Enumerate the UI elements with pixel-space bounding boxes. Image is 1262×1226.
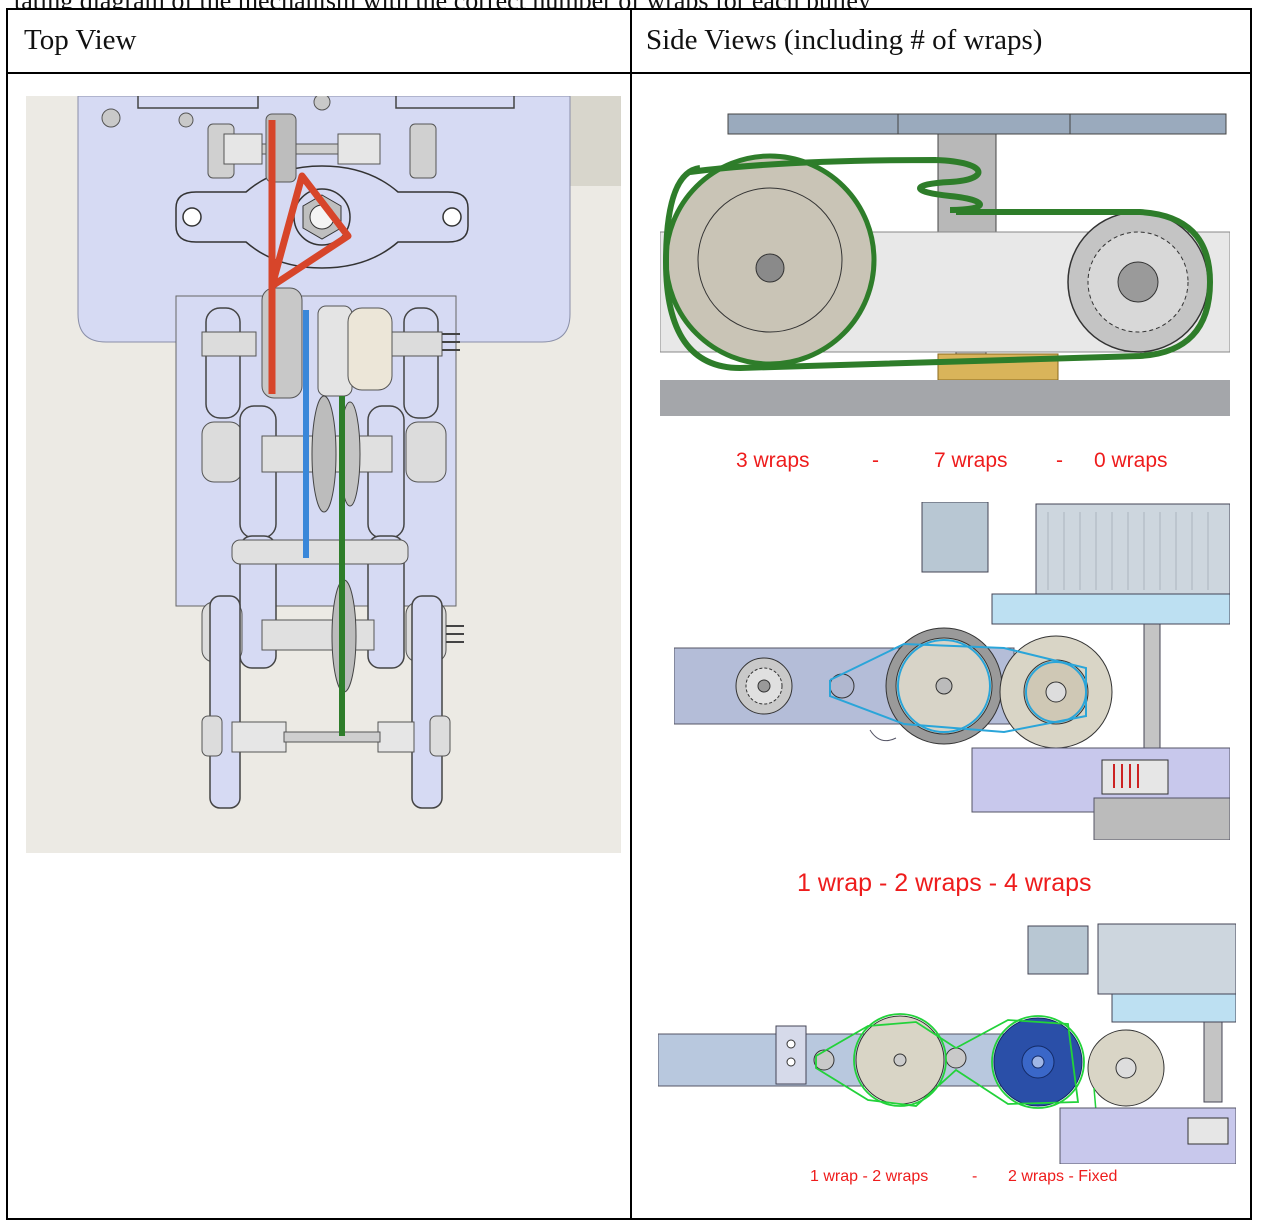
side-view-3-image bbox=[658, 922, 1236, 1164]
caption-3-sep: - bbox=[972, 1168, 978, 1185]
top-view-header: Top View bbox=[24, 24, 137, 56]
column-divider bbox=[630, 8, 632, 1220]
clipped-text-line: tating diagram of the mechanism with the… bbox=[0, 0, 1262, 8]
header-divider bbox=[6, 72, 1252, 74]
side-view-1-image bbox=[660, 112, 1230, 416]
caption-1-sep-2: - bbox=[1056, 449, 1063, 472]
caption-3-a: 1 wrap - 2 wraps bbox=[810, 1168, 929, 1185]
caption-1-c: 0 wraps bbox=[1094, 449, 1168, 472]
caption-1-sep-1: - bbox=[872, 449, 879, 472]
caption-2: 1 wrap - 2 wraps - 4 wraps bbox=[797, 869, 1092, 897]
table bbox=[6, 8, 1252, 1220]
caption-1-b: 7 wraps bbox=[934, 449, 1008, 472]
side-view-2-image bbox=[674, 502, 1230, 840]
clipped-text: tating diagram of the mechanism with the… bbox=[14, 0, 871, 8]
caption-1-a: 3 wraps bbox=[736, 449, 810, 472]
top-view-image bbox=[26, 96, 621, 853]
red-cable bbox=[268, 120, 352, 394]
side-views-header: Side Views (including # of wraps) bbox=[646, 24, 1043, 56]
caption-3-b: 2 wraps - Fixed bbox=[1008, 1168, 1118, 1185]
